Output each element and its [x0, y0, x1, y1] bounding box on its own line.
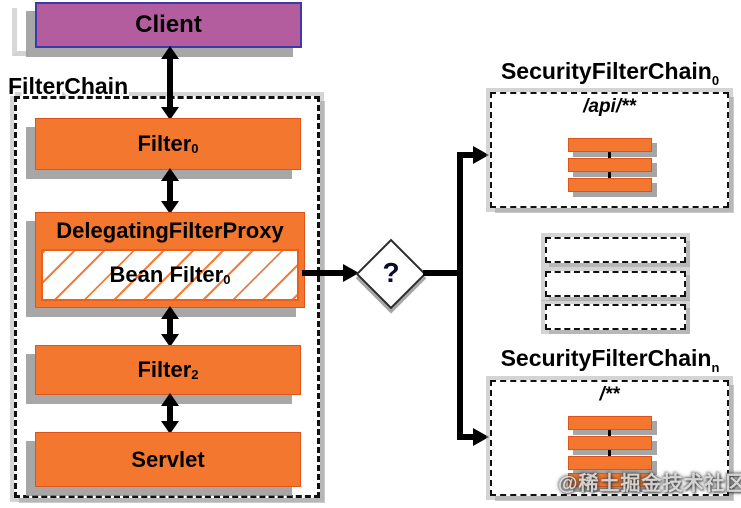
securityfilterchainN-box: /** [490, 380, 729, 496]
arrow-down-icon [161, 107, 179, 120]
filter-slot-bar [567, 138, 652, 152]
arrow-shaft [167, 55, 173, 111]
connector-trunk-line [457, 152, 463, 440]
filter0-subscript: 0 [191, 140, 199, 156]
arrow-down-icon [161, 421, 179, 434]
bidirectional-arrow-icon [160, 393, 180, 434]
arrow-up-icon [161, 46, 179, 59]
arrow-shaft [167, 177, 173, 205]
securityfilterchain0-title: SecurityFilterChain0 [487, 58, 733, 88]
filter-slot-bar [567, 456, 652, 470]
question-mark-label: ? [382, 257, 400, 288]
securityfilterchainN-subscript: n [711, 360, 720, 375]
slot-connector-tick [608, 430, 611, 436]
filter-slot-bar [567, 436, 652, 450]
connector-line [302, 270, 346, 276]
bean-filter-subscript: 0 [223, 271, 231, 287]
slot-connector-tick [608, 152, 611, 158]
ellipsis-box [545, 304, 686, 330]
securityfilterchain0-box: /api/** [490, 92, 729, 208]
client-node: Client [35, 2, 302, 48]
connector-line [457, 434, 475, 440]
filter-slot-bar [567, 473, 652, 487]
arrow-down-icon [161, 334, 179, 347]
arrow-up-icon [161, 168, 179, 181]
filter-slot-stack [567, 138, 652, 192]
filter-slot-bar [567, 178, 652, 192]
arrowhead-right-icon [343, 264, 359, 282]
bidirectional-arrow-icon [160, 168, 180, 214]
securityfilterchain0-title-text: SecurityFilterChain [500, 58, 712, 84]
arrow-up-icon [161, 306, 179, 319]
arrow-up-icon [161, 393, 179, 406]
arrowhead-right-icon [473, 146, 489, 164]
shadow-artifact [12, 8, 28, 56]
securityfilterchain0-subscript: 0 [711, 73, 720, 88]
watermark-text: @稀土掘金技术社区 [558, 473, 741, 495]
slot-connector-tick [608, 450, 611, 456]
client-label: Client [135, 11, 202, 38]
arrowhead-right-icon [473, 428, 489, 446]
filter0-label: Filter [137, 131, 192, 156]
connector-line [457, 152, 475, 158]
bean-filter-label: Bean Filter [109, 262, 224, 287]
ellipsis-box [545, 271, 686, 297]
ellipsis-box [545, 237, 686, 263]
url-pattern-label: /api/** [583, 96, 636, 117]
servlet-label: Servlet [131, 446, 205, 472]
arrow-shaft [167, 402, 173, 425]
delegating-filter-proxy-label: DelegatingFilterProxy [56, 218, 284, 243]
filter-slot-stack [567, 416, 652, 487]
securityfilterchainN-title-text: SecurityFilterChain [500, 345, 712, 371]
filter2-subscript: 2 [191, 366, 199, 382]
url-pattern-label: /** [599, 384, 620, 405]
arrow-shaft [167, 315, 173, 338]
filter-slot-bar [567, 158, 652, 172]
filterchain-label: FilterChain [8, 73, 129, 99]
bidirectional-arrow-icon [160, 306, 180, 347]
connector-line [423, 270, 463, 276]
filter2-label: Filter [137, 357, 192, 382]
slot-connector-tick [608, 172, 611, 178]
servlet-node: Servlet [35, 432, 301, 487]
securityfilterchainN-title: SecurityFilterChainn [487, 345, 733, 375]
filter-slot-bar [567, 416, 652, 430]
bidirectional-arrow-icon [160, 46, 180, 120]
arrow-down-icon [161, 201, 179, 214]
